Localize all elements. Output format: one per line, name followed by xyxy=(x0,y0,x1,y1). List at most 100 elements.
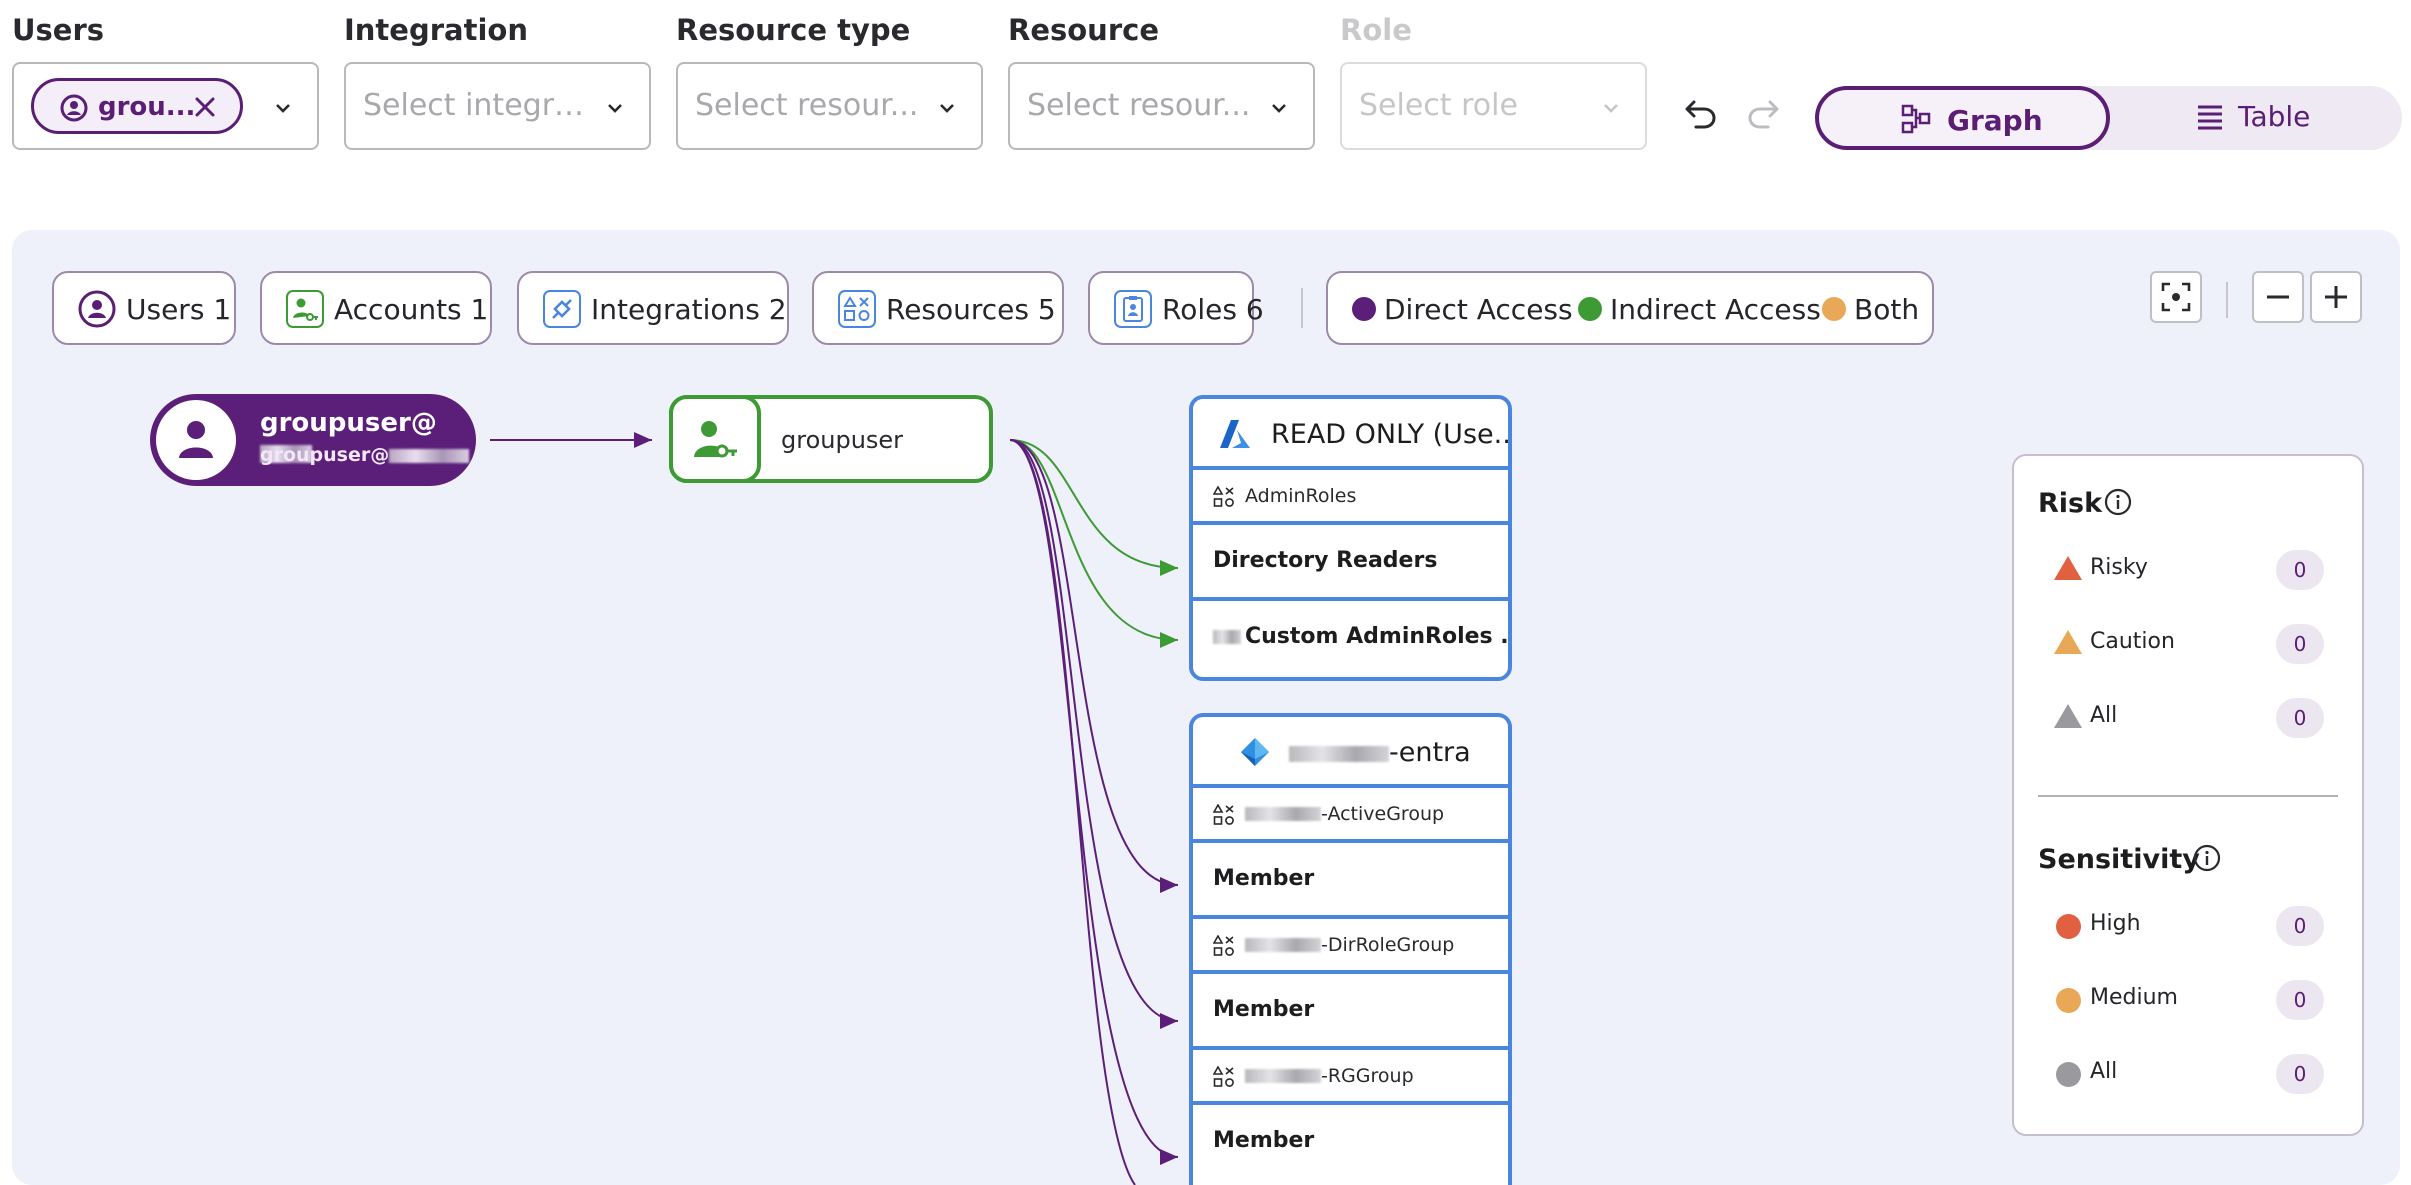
group-row[interactable]: -DirRoleGroup xyxy=(1193,919,1508,974)
redacted-text xyxy=(1213,630,1241,644)
resource-select[interactable]: Select resour... xyxy=(1008,62,1315,150)
direct-access-dot xyxy=(1352,297,1376,321)
zoom-in-button[interactable] xyxy=(2310,271,2362,323)
sensitivity-filter-medium[interactable]: Medium 0 xyxy=(2054,980,2324,1020)
redacted-text xyxy=(1245,1069,1321,1083)
role-row[interactable]: Member xyxy=(1193,1105,1508,1181)
list-icon xyxy=(2198,105,2222,130)
info-icon[interactable] xyxy=(2193,844,2221,872)
table-view-label: Table xyxy=(2238,100,2311,133)
chevron-down-icon xyxy=(608,104,622,113)
group-shapes-icon xyxy=(1213,804,1234,825)
undo-icon[interactable] xyxy=(1682,96,1718,132)
chevron-down-icon xyxy=(940,104,954,113)
table-view-button[interactable]: Table xyxy=(2110,86,2402,150)
edge-account-to-member-3 xyxy=(1009,439,1179,1165)
person-icon xyxy=(179,421,213,458)
both-access-dot xyxy=(1822,297,1846,321)
role-name: Member xyxy=(1213,1128,1315,1153)
resource-node-read-only[interactable]: READ ONLY (Use... AdminRoles Directory R… xyxy=(1189,395,1512,681)
resources-pill-count: 5 xyxy=(1037,293,1056,326)
account-node[interactable]: groupuser xyxy=(669,395,993,483)
group-name: -RGGroup xyxy=(1245,1065,1414,1087)
integrations-pill-count: 2 xyxy=(768,293,787,326)
risk-caution-label: Caution xyxy=(2090,629,2175,654)
role-row[interactable]: Custom AdminRoles ... xyxy=(1193,601,1508,677)
selected-user-chip-label: grou... xyxy=(98,92,196,122)
sensitivity-dot-icon xyxy=(2056,914,2081,939)
resources-count-pill[interactable]: Resources 5 xyxy=(812,271,1064,345)
role-row[interactable]: Member xyxy=(1193,843,1508,919)
group-row[interactable]: -RGGroup xyxy=(1193,1050,1508,1105)
edge-account-to-member-1 xyxy=(1009,439,1179,893)
redacted-text xyxy=(260,445,312,463)
badge-icon xyxy=(1114,290,1152,328)
access-legend: Direct Access Indirect Access Both xyxy=(1326,271,1934,345)
sensitivity-all-label: All xyxy=(2090,1059,2118,1084)
close-icon[interactable] xyxy=(194,96,216,118)
selected-user-chip[interactable]: grou... xyxy=(31,78,243,134)
indirect-access-dot xyxy=(1578,297,1602,321)
risk-filter-risky[interactable]: Risky 0 xyxy=(2054,550,2324,590)
risk-risky-count: 0 xyxy=(2276,550,2324,590)
role-row[interactable]: Directory Readers xyxy=(1193,525,1508,601)
sensitivity-filter-high[interactable]: High 0 xyxy=(2054,906,2324,946)
integration-select[interactable]: Select integra... xyxy=(344,62,651,150)
redacted-text xyxy=(1245,807,1321,821)
account-node-label: groupuser xyxy=(781,426,904,454)
edge-account-to-directory-readers xyxy=(1009,439,1179,576)
risk-sensitivity-panel: Risk Risky 0 Caution 0 All 0 Sensitivity… xyxy=(2012,454,2364,1136)
warning-triangle-icon xyxy=(2054,556,2082,580)
chevron-down-icon[interactable] xyxy=(273,98,293,118)
role-name: Member xyxy=(1213,866,1315,891)
group-shapes-icon xyxy=(1213,486,1234,507)
risk-filter-all[interactable]: All 0 xyxy=(2054,698,2324,738)
legend-direct-access: Direct Access xyxy=(1352,293,1573,326)
users-pill-label: Users xyxy=(126,293,205,326)
accounts-pill-label: Accounts xyxy=(334,293,462,326)
chevron-down-icon xyxy=(1272,104,1286,113)
resource-type-select[interactable]: Select resour... xyxy=(676,62,983,150)
role-select: Select role xyxy=(1340,62,1647,150)
resource-header: -entra xyxy=(1193,717,1508,788)
roles-count-pill[interactable]: Roles 6 xyxy=(1088,271,1264,345)
legend-indirect-access: Indirect Access xyxy=(1578,293,1821,326)
sensitivity-high-count: 0 xyxy=(2276,906,2324,946)
users-filter-label: Users xyxy=(12,13,105,47)
group-row[interactable]: -ActiveGroup xyxy=(1193,788,1508,843)
user-avatar xyxy=(156,400,236,480)
roles-pill-count: 6 xyxy=(1245,293,1264,326)
zoom-out-button[interactable] xyxy=(2252,271,2304,323)
sensitivity-filter-all[interactable]: All 0 xyxy=(2054,1054,2324,1094)
role-row[interactable]: Member xyxy=(1193,974,1508,1050)
users-select[interactable]: grou... xyxy=(12,62,319,150)
entra-icon xyxy=(1241,738,1269,766)
group-row[interactable]: AdminRoles xyxy=(1193,470,1508,525)
users-count-pill[interactable]: Users 1 xyxy=(52,271,236,345)
integration-filter-label: Integration xyxy=(344,13,528,47)
sensitivity-dot-icon xyxy=(2056,1062,2081,1087)
plug-icon xyxy=(543,290,581,328)
graph-icon xyxy=(1901,104,1931,134)
pill-divider xyxy=(1301,288,1303,328)
fit-to-screen-button[interactable] xyxy=(2150,271,2202,323)
legend-both: Both xyxy=(1822,293,1919,326)
azure-icon xyxy=(1220,420,1250,448)
resources-grid-icon xyxy=(838,290,876,328)
control-divider xyxy=(2226,282,2228,318)
risk-caution-count: 0 xyxy=(2276,624,2324,664)
user-node[interactable]: groupuser@ groupuser@ xyxy=(150,394,476,486)
resource-filter-label: Resource xyxy=(1008,13,1159,47)
risk-filter-caution[interactable]: Caution 0 xyxy=(2054,624,2324,664)
role-name: Custom AdminRoles ... xyxy=(1245,624,1512,649)
integrations-count-pill[interactable]: Integrations 2 xyxy=(517,271,789,345)
info-icon[interactable] xyxy=(2104,488,2132,516)
risk-all-count: 0 xyxy=(2276,698,2324,738)
chevron-down-icon xyxy=(1604,104,1618,113)
resource-node-entra[interactable]: -entra -ActiveGroup Member -DirRoleGroup… xyxy=(1189,713,1512,1185)
edge-account-to-custom-adminroles xyxy=(1009,439,1179,648)
group-shapes-icon xyxy=(1213,935,1234,956)
graph-view-button[interactable]: Graph xyxy=(1815,86,2110,150)
edge-account-to-member-2 xyxy=(1009,439,1179,1029)
accounts-count-pill[interactable]: Accounts 1 xyxy=(260,271,492,345)
